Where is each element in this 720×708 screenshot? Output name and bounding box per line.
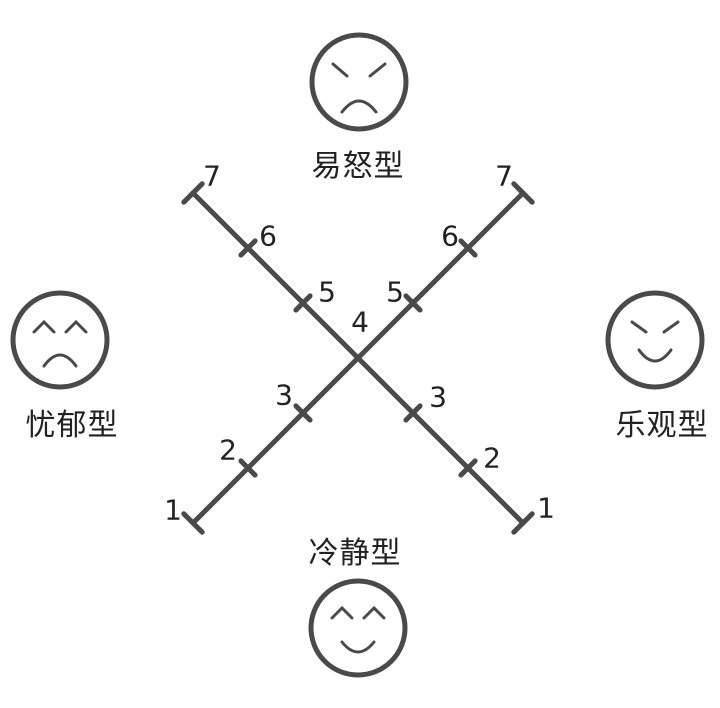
tick-label: 2 <box>219 433 237 467</box>
tick-label: 7 <box>203 159 221 193</box>
tick-label: 2 <box>483 441 501 475</box>
tick-label: 5 <box>386 275 404 309</box>
calm-face-icon <box>308 578 408 678</box>
type-label-optimistic: 乐观型 <box>615 408 709 443</box>
angry-face-icon <box>309 32 409 132</box>
tick-mark <box>181 511 205 535</box>
tick-mark <box>403 293 423 313</box>
happy-face-icon <box>605 290 705 390</box>
tick-label: 3 <box>429 380 447 414</box>
tick-mark <box>293 403 313 423</box>
tick-mark <box>511 511 535 535</box>
tick-mark <box>458 458 478 478</box>
tick-mark <box>403 403 423 423</box>
tick-mark <box>458 238 478 258</box>
tick-label: 5 <box>318 275 336 309</box>
tick-label: 6 <box>259 219 277 253</box>
type-label-calm: 冷静型 <box>308 536 402 571</box>
tick-label: 3 <box>275 378 293 412</box>
tick-label: 6 <box>441 219 459 253</box>
tick-mark <box>293 293 313 313</box>
tick-label: 1 <box>164 493 182 527</box>
tick-mark <box>181 181 205 205</box>
tick-label: 1 <box>537 491 555 525</box>
tick-label: 7 <box>495 159 513 193</box>
tick-label: 4 <box>351 305 369 339</box>
tick-mark <box>511 181 535 205</box>
tick-mark <box>238 238 258 258</box>
type-label-irritable: 易怒型 <box>311 149 405 184</box>
sad-face-icon <box>10 290 110 390</box>
type-label-melancholic: 忧郁型 <box>25 408 119 443</box>
tick-mark <box>238 458 258 478</box>
